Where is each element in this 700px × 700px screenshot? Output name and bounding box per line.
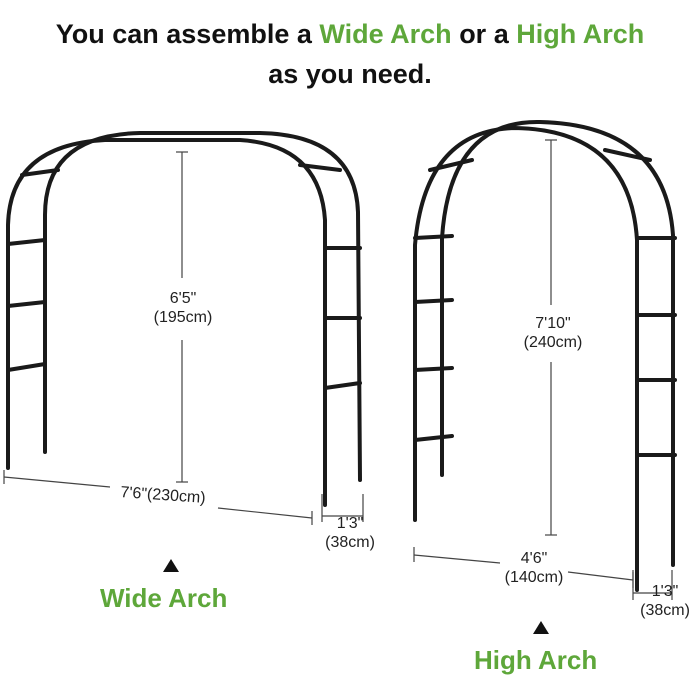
high-arch-frame [413,119,677,592]
wide-arch-depth-ft: 1'3" [336,515,364,532]
high-arch-left-rung-1 [428,158,474,172]
wide-arch-left-rung-2 [6,238,47,246]
headline-connector: or a [459,19,509,49]
wide-arch-right-rung-1 [298,163,342,172]
wide-arch-pointer-icon [163,559,179,572]
high-arch-height-ft: 7'10" [535,315,571,332]
high-arch-right-rung-1 [603,148,652,162]
headline-wide-arch: Wide Arch [319,19,452,49]
high-arch-front-frame [413,125,639,592]
high-arch-left-rung-2 [413,234,454,240]
wide-arch-height-cm: (195cm) [153,309,213,326]
wide-arch-caption: Wide Arch [100,583,228,613]
wide-arch-left-rung-4 [6,362,47,372]
wide-arch-frame [6,131,362,507]
high-arch-left-rung-4 [413,366,454,372]
high-arch-depth-ft: 1'3" [651,583,679,600]
headline: You can assemble a Wide Arch or a High A… [0,14,700,94]
headline-prefix: You can assemble a [55,19,312,49]
wide-arch-depth-cm: (38cm) [325,534,375,551]
wide-arch-right-rung-4 [323,381,362,390]
high-arch-left-rung-5 [413,434,454,442]
high-arch-back-frame [440,119,675,567]
wide-arch-height-label: 6'5" (195cm) [140,289,226,327]
wide-arch-dimension-lines [3,151,364,525]
wide-arch-left-rung-3 [6,300,47,308]
high-arch-caption: High Arch [474,645,598,675]
high-arch-width-label: 4'6" (140cm) [494,549,574,587]
wide-arch-back-frame [43,131,362,482]
high-arch-width-cm: (140cm) [504,569,564,586]
headline-line-1: You can assemble a Wide Arch or a High A… [0,14,700,54]
high-arch-width-line-right [567,571,634,581]
headline-line-2: as you need. [268,59,432,89]
high-arch-dimension-lines [413,139,673,600]
high-arch-depth-cm: (38cm) [640,602,690,619]
high-arch-pointer-icon [533,621,549,634]
wide-arch-left-rung-1 [20,168,60,177]
high-arch-height-cm: (240cm) [523,334,583,351]
wide-arch-depth-label: 1'3" (38cm) [314,514,386,552]
headline-high-arch: High Arch [516,19,645,49]
high-arch-depth-label: 1'3" (38cm) [630,582,700,620]
wide-arch-front-frame [6,138,327,507]
high-arch-width-ft: 4'6" [520,550,548,567]
high-arch-height-label: 7'10" (240cm) [513,314,593,352]
wide-arch-width-line [3,476,111,488]
high-arch-width-line [413,554,501,564]
high-arch-left-rung-3 [413,298,454,304]
wide-arch-width-line-right [217,507,313,519]
wide-arch-height-ft: 6'5" [169,290,197,307]
